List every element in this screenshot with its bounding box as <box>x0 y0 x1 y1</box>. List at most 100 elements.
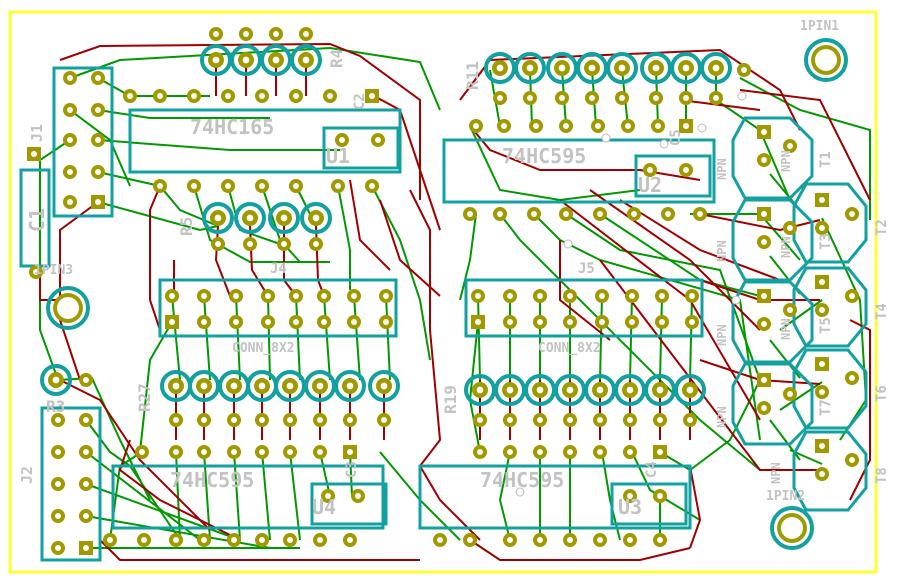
mount-hole-1pin1-ring <box>804 38 848 82</box>
r5-pad-hole <box>312 214 320 222</box>
r27-lead-pad-hole <box>347 417 353 423</box>
mount-hole-1pin2-hole <box>781 517 803 539</box>
j2-pad-hole <box>83 481 89 487</box>
bottom-trace <box>97 139 340 151</box>
j1-pad-hole <box>67 199 73 205</box>
label-ic595-top: 74HC595 <box>502 144 586 168</box>
r19-pad-hole <box>536 386 544 394</box>
r11-lead-pad-hole <box>713 95 719 101</box>
transistor-pad-hole <box>849 293 855 299</box>
label-j4: J4 <box>270 261 287 277</box>
label-t1: T1 <box>818 151 834 168</box>
top-trace <box>469 539 691 561</box>
bottom-trace <box>323 295 331 381</box>
ic595-br-outline <box>418 464 692 530</box>
j1-pad-hole <box>95 137 101 143</box>
j4-pad-hole <box>201 293 207 299</box>
j4-pad-hole <box>321 293 327 299</box>
j2-pin1-pad-hole <box>83 545 89 551</box>
label-c1: C1 <box>25 208 49 232</box>
c1-pad-hole <box>33 269 39 275</box>
j5-pad-hole <box>537 319 543 325</box>
ic595-bl-pad-hole <box>231 537 237 543</box>
top-trace <box>459 48 801 131</box>
u2-pad-hole <box>683 167 689 173</box>
label-c4: C4 <box>644 461 660 478</box>
j1-pad-hole <box>95 107 101 113</box>
ic595-bl-pad-hole <box>201 537 207 543</box>
ic595-bl-pad-hole <box>317 449 323 455</box>
transistor-pin1-pad-hole <box>761 129 767 135</box>
r11-pad-hole <box>618 64 626 72</box>
ic595-bl-pad-hole <box>173 449 179 455</box>
bottom-trace <box>85 419 181 541</box>
r27-lead-pad-hole <box>231 417 237 423</box>
j4-pin1-pad-hole <box>169 319 175 325</box>
ic595-br-pad-hole <box>467 537 473 543</box>
j5-pad-hole <box>629 293 635 299</box>
r-top-lead-pad-hole <box>273 31 279 37</box>
mount-hole-1pin3-hole <box>57 297 79 319</box>
j1-pad-hole <box>67 169 73 175</box>
ic595-top-pad-hole <box>631 211 637 217</box>
r11-pad-ring <box>514 52 546 84</box>
t8-outline <box>792 430 868 512</box>
r27-lead-pad-hole <box>173 417 179 423</box>
j4-pad-hole <box>293 293 299 299</box>
u3-outline <box>610 482 688 526</box>
ic595-bl-pad-hole <box>173 537 179 543</box>
j5-pad-hole <box>659 293 665 299</box>
ic595-top-pad-hole <box>473 123 479 129</box>
label-t7: T7 <box>818 399 834 416</box>
r11-pad-hole <box>712 64 720 72</box>
r3-pad-ring <box>40 364 72 396</box>
label-c5: C5 <box>668 129 684 146</box>
top-trace <box>559 240 611 341</box>
via <box>515 487 525 497</box>
t2-outline <box>792 182 868 264</box>
ic595-bl-pin1-pad-hole <box>347 449 353 455</box>
j2-pad-hole <box>83 417 89 423</box>
transistor-pad-hole <box>787 225 793 231</box>
r19-lead-pad-hole <box>627 417 633 423</box>
label-c2: C2 <box>352 93 368 110</box>
r19-lead-pad-hole <box>477 417 483 423</box>
ic595-top-pin1-pad-hole <box>683 123 689 129</box>
r19-lead-pad-hole <box>507 417 513 423</box>
bottom-trace <box>85 451 201 541</box>
r27-pad-hole <box>172 382 180 390</box>
r-top-lead-pad-hole <box>303 31 309 37</box>
ic595-top-pad-hole <box>497 211 503 217</box>
ic595-bl-pad-hole <box>141 537 147 543</box>
j5-outline <box>464 278 704 338</box>
label-ic595-bl: 74HC595 <box>170 468 254 492</box>
r19-lead-pad-hole <box>567 417 573 423</box>
u3-pad-hole <box>627 493 633 499</box>
bottom-trace <box>629 295 633 381</box>
r19-lead-pad-hole <box>597 417 603 423</box>
r11-pad-hole <box>588 64 596 72</box>
label-npn1: NPN <box>715 158 729 180</box>
bottom-trace <box>499 213 761 471</box>
r5-pad-ring <box>300 202 332 234</box>
bottom-trace <box>85 483 241 541</box>
r5-lead-pad-hole <box>281 241 287 247</box>
label-j2: J2 <box>18 466 36 484</box>
label-t4: T4 <box>874 303 890 320</box>
j4-pad-hole <box>351 319 357 325</box>
u1-pad-hole <box>375 137 381 143</box>
r5-pad-ring <box>202 202 234 234</box>
j4-pad-hole <box>169 293 175 299</box>
label-npn6: NPN <box>779 318 793 340</box>
transistor-pin1-pad-hole <box>761 293 767 299</box>
ic595-top-pad-hole <box>625 123 631 129</box>
r-top-pad-hole <box>242 56 250 64</box>
top-trace <box>849 319 871 501</box>
ic595-top-pad-hole <box>501 123 507 129</box>
top-trace <box>679 99 761 111</box>
j1-outline <box>52 66 114 218</box>
top-trace <box>59 42 421 200</box>
j5-pad-hole <box>567 293 573 299</box>
j4-pad-hole <box>351 293 357 299</box>
